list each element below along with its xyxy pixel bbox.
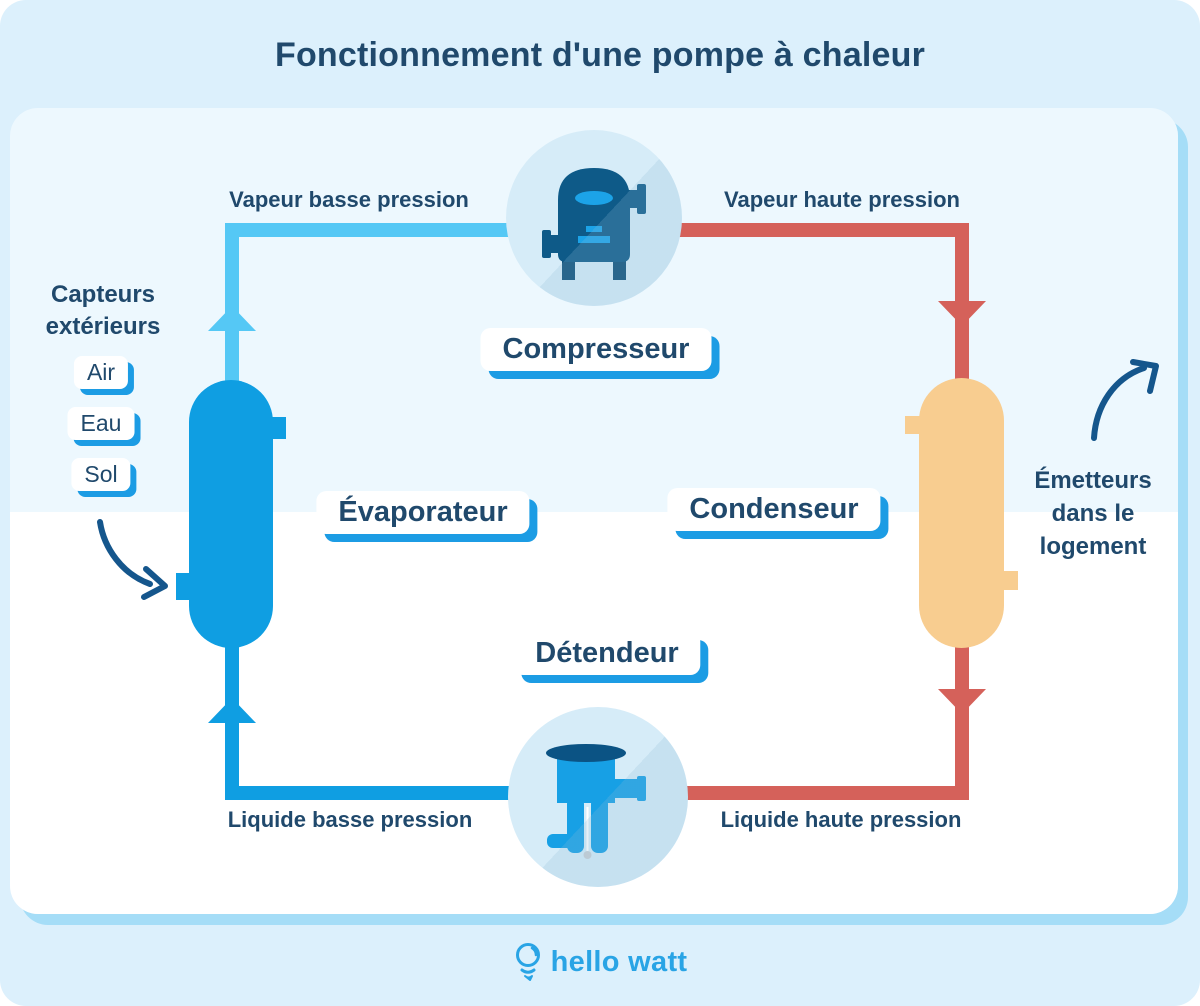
label-liquid-low: Liquide basse pression [227,807,473,832]
label-expansion-valve: Détendeur [513,632,701,675]
source-sol-badge: Sol [71,458,131,491]
label-evaporator: Évaporateur [316,491,530,534]
flow-arrow-up-vapor-low-icon [208,306,256,331]
label-condenser: Condenseur [667,488,881,531]
label-vapor-low: Vapeur basse pression [229,187,469,212]
expansion-valve-icon-circle [508,707,688,887]
flow-arrow-down-liquid-high-icon [938,689,986,714]
label-compressor: Compresseur [480,328,712,371]
bulb-icon [515,943,540,981]
sources-heading: Capteurs extérieurs [45,281,161,340]
pipe-vapor-high-horizontal [597,223,969,237]
label-vapor-high: Vapeur haute pression [724,187,960,212]
flow-arrow-up-liquid-low-icon [208,698,256,723]
condenser-nozzle-bottom [1003,571,1018,590]
sources-curved-arrow-icon [97,519,168,600]
pipe-vapor-low-horizontal [225,223,597,237]
compressor-icon-circle [506,130,682,306]
brand-text: hello watt [550,945,688,978]
evaporator-nozzle-left [176,573,190,600]
source-eau-badge: Eau [67,407,135,440]
hello-watt-logo: hello watt [0,941,1200,983]
condenser-tank [919,378,1004,648]
evaporator-nozzle-top [271,417,286,439]
pipe-liquid-high-horizontal [600,786,969,800]
source-air-badge: Air [73,356,129,389]
expansion-valve-icon [546,744,646,859]
condenser-nozzle-top [905,416,920,434]
emitters-curved-arrow-icon [1091,359,1159,441]
label-liquid-high: Liquide haute pression [720,807,962,832]
evaporator-tank [189,380,273,648]
compressor-icon [542,168,646,280]
emitters-heading: Émetteurs dans le logement [1034,467,1152,560]
page-title: Fonctionnement d'une pompe à chaleur [274,36,925,74]
flow-arrow-down-vapor-high-icon [938,301,986,326]
